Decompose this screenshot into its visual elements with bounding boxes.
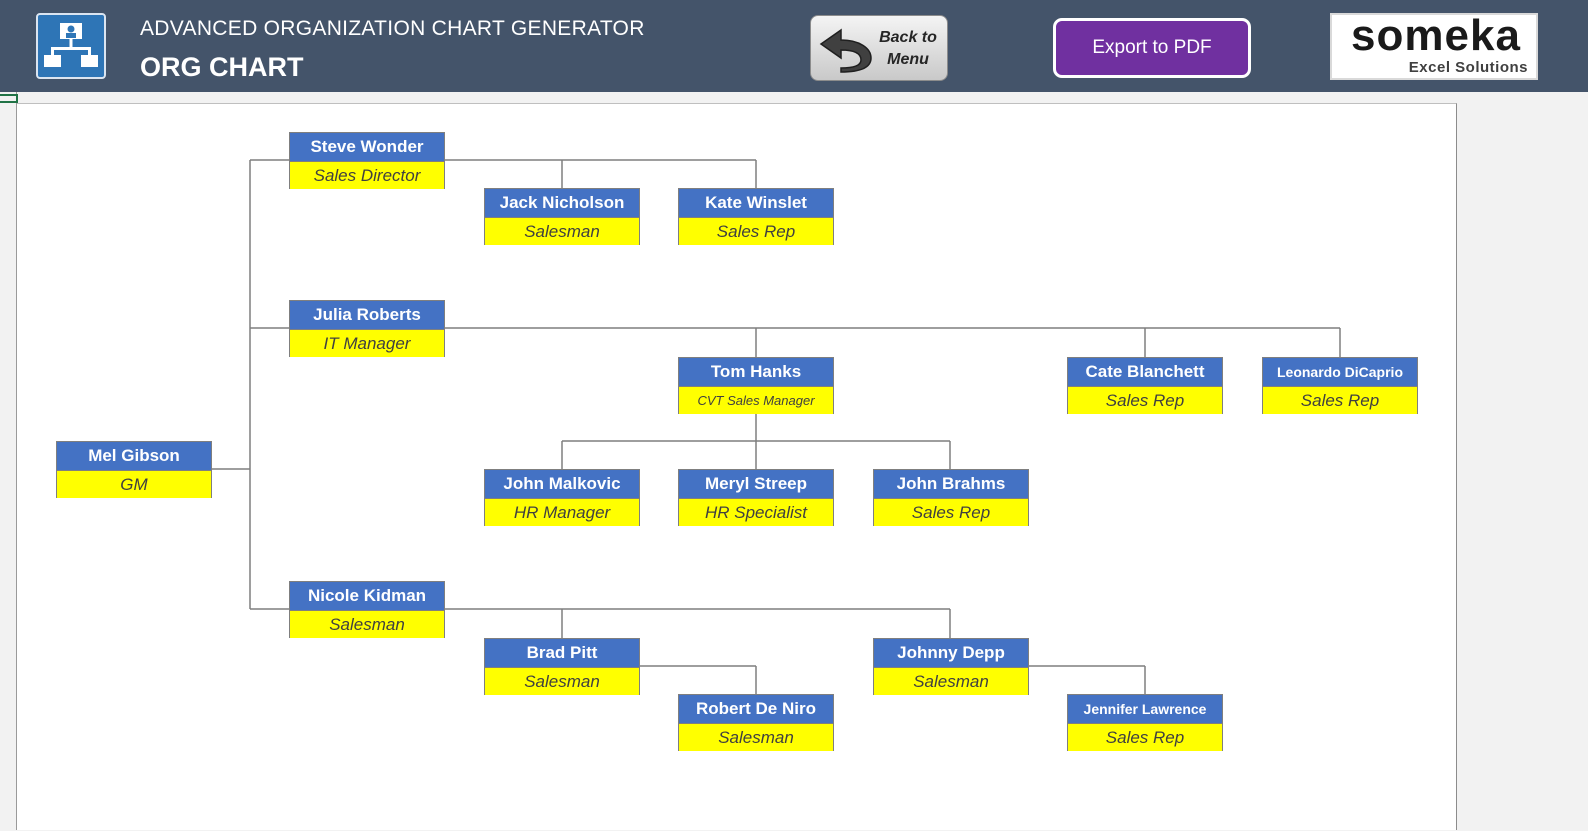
logo-tagline: Excel Solutions [1408, 59, 1528, 76]
someka-logo: someka Excel Solutions [1330, 11, 1538, 80]
node-job-title: Salesman [874, 667, 1028, 695]
node-job-title: Salesman [485, 667, 639, 695]
node-name: Julia Roberts [290, 301, 444, 329]
app-title: ADVANCED ORGANIZATION CHART GENERATOR [140, 17, 645, 40]
logo-wordmark: someka [1351, 11, 1521, 60]
node-job-title: Salesman [679, 723, 833, 751]
sheet-row-gutter [0, 92, 17, 830]
back-to-menu-button[interactable]: Back to Menu [810, 15, 948, 81]
org-chart-icon [36, 13, 106, 79]
node-name: Cate Blanchett [1068, 358, 1222, 386]
node-job-title: GM [57, 470, 211, 498]
back-button-label-line1: Back to [879, 29, 937, 46]
node-name: Leonardo DiCaprio [1263, 358, 1417, 386]
node-job-title: IT Manager [290, 329, 444, 357]
node-job-title: HR Manager [485, 498, 639, 526]
node-job-title: Salesman [290, 610, 444, 638]
node-name: Johnny Depp [874, 639, 1028, 667]
export-to-pdf-button[interactable]: Export to PDF [1053, 18, 1251, 78]
node-job-title: Sales Rep [1263, 386, 1417, 414]
node-name: Jack Nicholson [485, 189, 639, 217]
back-arrow-icon [819, 28, 872, 73]
node-name: Meryl Streep [679, 470, 833, 498]
node-name: John Brahms [874, 470, 1028, 498]
node-job-title: Sales Rep [874, 498, 1028, 526]
node-job-title: CVT Sales Manager [679, 386, 833, 414]
node-name: Kate Winslet [679, 189, 833, 217]
node-name: Robert De Niro [679, 695, 833, 723]
node-job-title: Salesman [485, 217, 639, 245]
node-name: Steve Wonder [290, 133, 444, 161]
node-name: Jennifer Lawrence [1068, 695, 1222, 723]
app-header: ADVANCED ORGANIZATION CHART GENERATOR OR… [0, 0, 1588, 92]
page-title: ORG CHART [140, 52, 304, 82]
node-name: Mel Gibson [57, 442, 211, 470]
node-job-title: Sales Rep [1068, 386, 1222, 414]
node-name: Brad Pitt [485, 639, 639, 667]
node-job-title: Sales Director [290, 161, 444, 189]
node-name: Tom Hanks [679, 358, 833, 386]
node-name: John Malkovic [485, 470, 639, 498]
back-button-label-line2: Menu [887, 51, 929, 68]
node-job-title: Sales Rep [679, 217, 833, 245]
node-job-title: Sales Rep [1068, 723, 1222, 751]
node-name: Nicole Kidman [290, 582, 444, 610]
active-cell-marker [0, 94, 18, 103]
connector-lines [211, 159, 1341, 694]
node-job-title: HR Specialist [679, 498, 833, 526]
